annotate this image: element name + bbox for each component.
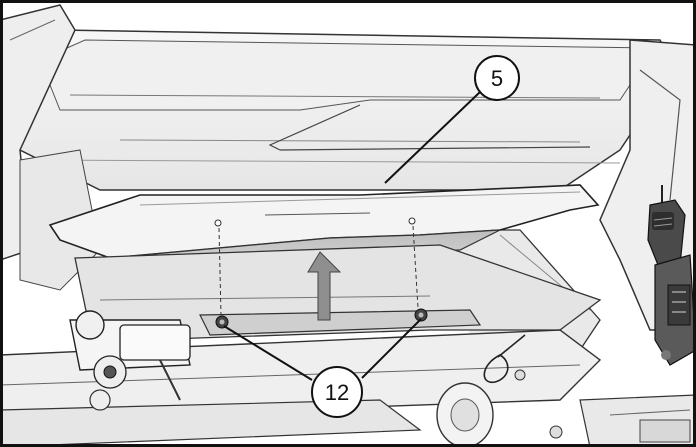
left-fender <box>0 4 101 291</box>
drill-icon <box>647 185 696 366</box>
chassis-frame <box>0 329 696 447</box>
lower-mounting-rail <box>74 244 602 341</box>
fastener-right <box>414 308 428 322</box>
alignment-lines <box>218 225 419 316</box>
callout-12-label: 12 <box>325 380 349 405</box>
callout-5-label: 5 <box>491 66 503 91</box>
cable-clip <box>483 334 563 439</box>
upper-body-panel <box>14 29 671 191</box>
steering-mechanism <box>69 310 191 411</box>
mounting-hole <box>408 217 416 225</box>
mounting-hole <box>214 219 222 227</box>
callout-5: 5 <box>384 55 520 184</box>
fastener-left <box>215 315 229 329</box>
removal-direction-arrow <box>307 251 342 321</box>
callout-12: 12 <box>223 318 422 418</box>
